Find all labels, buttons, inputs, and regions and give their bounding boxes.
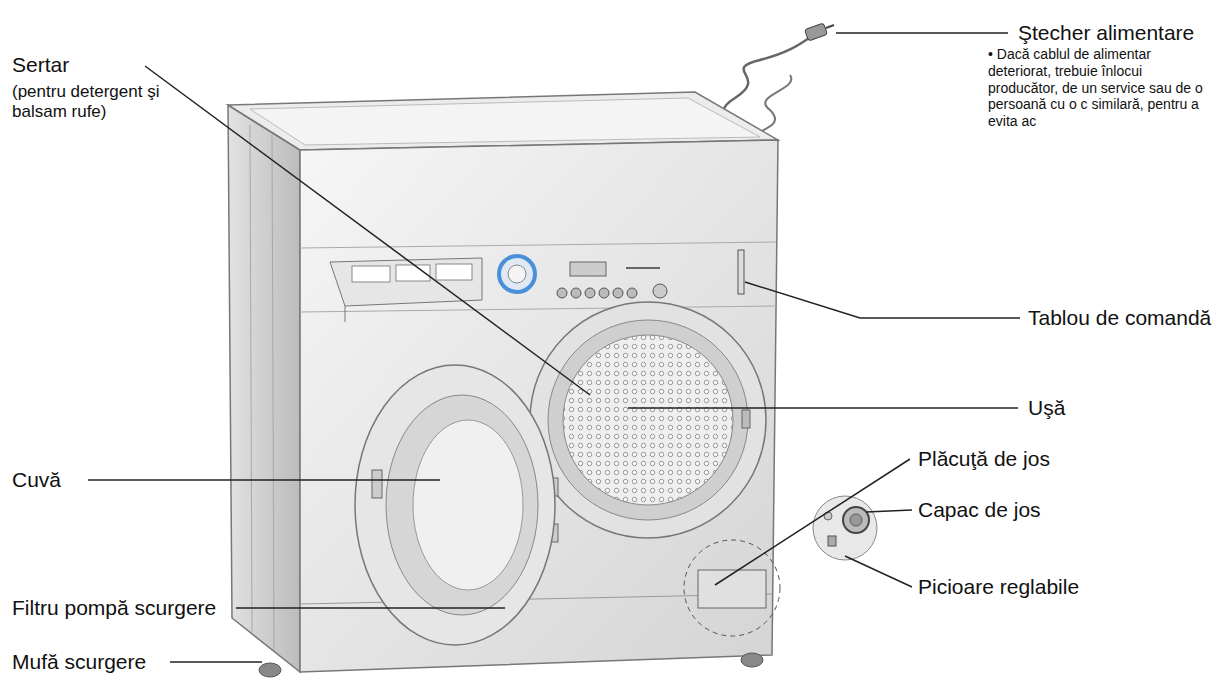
part-label: Filtru pompă scurgere bbox=[12, 595, 252, 620]
adjustable-foot bbox=[259, 663, 281, 677]
panel-edge bbox=[300, 242, 776, 248]
part-note: (pentru detergent şi balsam rufe) bbox=[12, 82, 207, 123]
leader-line bbox=[145, 66, 590, 395]
bottom-cap bbox=[843, 507, 869, 533]
plug-pin bbox=[826, 25, 834, 28]
bottom-cap-center bbox=[850, 514, 862, 526]
start-button bbox=[653, 284, 667, 298]
zoom-detail bbox=[813, 496, 877, 560]
part-label: Plăcuţă de jos bbox=[918, 446, 1118, 471]
part-label: Mufă scurgere bbox=[12, 649, 212, 674]
leader-line bbox=[170, 661, 262, 663]
drum bbox=[563, 335, 733, 505]
panel-button bbox=[599, 288, 609, 298]
part-label: Cuvă bbox=[12, 467, 132, 492]
leader-line bbox=[628, 407, 1018, 409]
display-window bbox=[570, 262, 606, 276]
leader-line bbox=[88, 479, 440, 481]
cabinet-front bbox=[300, 140, 778, 672]
part-label: Ştecher alimentare bbox=[1018, 20, 1218, 45]
panel-button bbox=[571, 288, 581, 298]
drawer-compartment bbox=[352, 266, 390, 282]
drawer-edge bbox=[345, 306, 346, 322]
panel-button bbox=[627, 288, 637, 298]
part-label: Picioare reglabile bbox=[918, 574, 1138, 599]
leader-line bbox=[845, 556, 912, 587]
leader-lines bbox=[88, 33, 1020, 662]
adjustable-foot bbox=[741, 653, 763, 667]
panel-button bbox=[613, 288, 623, 298]
top-inset bbox=[250, 98, 760, 145]
panel-button bbox=[557, 288, 567, 298]
part-label: Uşă bbox=[1028, 395, 1148, 420]
door-glass bbox=[413, 420, 523, 590]
door-gasket bbox=[548, 320, 748, 520]
door-frame bbox=[355, 365, 555, 645]
panel-mark bbox=[626, 267, 660, 269]
zoom-marker bbox=[684, 540, 780, 636]
drawer-compartment bbox=[436, 264, 472, 280]
leader-line bbox=[866, 510, 912, 512]
leader-line bbox=[745, 282, 1020, 318]
drain-hose-stub bbox=[828, 536, 836, 546]
cabinet-side bbox=[228, 105, 300, 672]
leader-line bbox=[236, 607, 505, 609]
part-label: Tablou de comandă bbox=[1028, 305, 1218, 330]
panel-edge bbox=[300, 306, 776, 312]
panel-button bbox=[585, 288, 595, 298]
program-dial-knob bbox=[508, 265, 526, 283]
note-text: • Dacă cablul de alimentar deteriorat, t… bbox=[988, 46, 1216, 130]
side-panel-edge bbox=[272, 135, 274, 650]
leader-line bbox=[836, 32, 1008, 34]
door-inner-ring bbox=[386, 395, 538, 615]
leader-line bbox=[715, 459, 910, 585]
door-lock bbox=[742, 410, 750, 428]
door-handle bbox=[372, 470, 382, 498]
program-dial bbox=[499, 256, 535, 292]
plug-symbol bbox=[805, 23, 828, 41]
side-panel-edge bbox=[250, 125, 252, 632]
part-label: Sertar bbox=[12, 52, 142, 77]
indicator-column bbox=[738, 250, 744, 294]
bottom-plate bbox=[698, 570, 766, 608]
door-ring bbox=[530, 302, 766, 538]
part-label: Capac de jos bbox=[918, 497, 1118, 522]
